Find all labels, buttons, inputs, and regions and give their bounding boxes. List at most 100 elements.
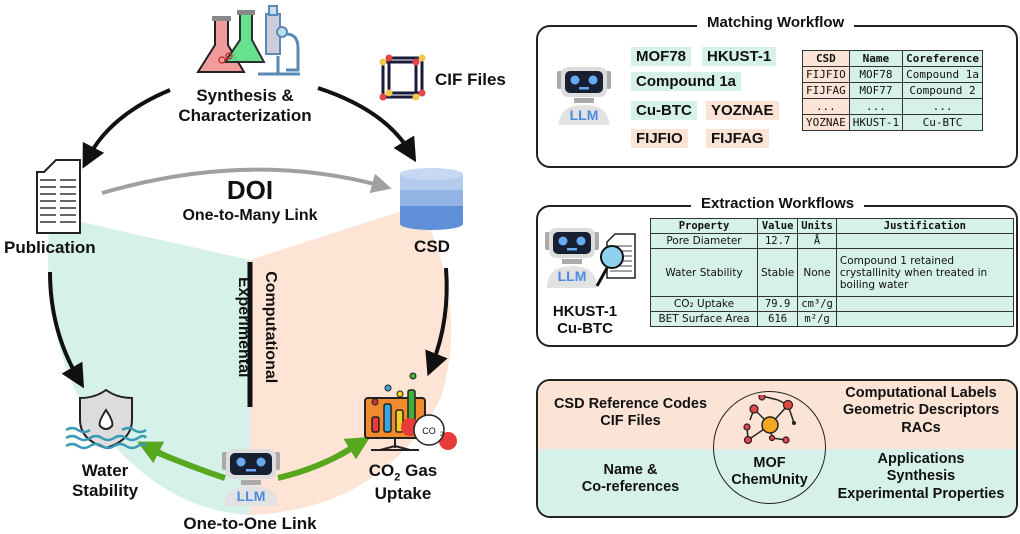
- workflow-cycle-diagram: CO 2: [36, 5, 463, 515]
- co2-gas-co: CO: [368, 461, 395, 480]
- chemunity-top-right: Computational Labels Geometric Descripto…: [826, 385, 1016, 437]
- cell-property: Water Stability: [650, 248, 758, 297]
- cell-justification: [835, 296, 1014, 312]
- header-name: Name: [848, 50, 904, 67]
- chip-cu-btc: Cu-BTC: [631, 101, 697, 120]
- cell-name: ...: [848, 98, 904, 115]
- table-row: ... ... ...: [802, 98, 983, 115]
- extraction-table: Property Value Units Justification Pore …: [650, 218, 1014, 327]
- matching-workflow-title: Matching Workflow: [697, 14, 855, 31]
- doi-label: DOI: [226, 175, 274, 205]
- cell-property: CO₂ Uptake: [650, 296, 758, 312]
- publication-label: Publication: [4, 238, 96, 257]
- cell-csd: FIJFIO: [802, 66, 850, 83]
- chip-mof78: MOF78: [631, 47, 692, 66]
- header-csd: CSD: [802, 50, 850, 67]
- one-to-one-label: One-to-One Link: [183, 514, 317, 533]
- matching-llm-robot-icon: [557, 67, 611, 125]
- uptake-label: Uptake: [374, 484, 432, 504]
- cell-units: Å: [797, 233, 837, 249]
- table-row: FIJFIO MOF78 Compound 1a: [802, 66, 983, 83]
- chip-hkust1: HKUST-1: [702, 47, 777, 66]
- table-row: Water Stability Stable None Compound 1 r…: [650, 248, 1014, 297]
- cell-coreference: Cu-BTC: [902, 114, 983, 131]
- chemunity-bottom-right: Applications Synthesis Experimental Prop…: [826, 451, 1016, 503]
- cif-files-label: CIF Files: [435, 70, 506, 89]
- lab-flasks-icon: [196, 10, 266, 73]
- header-coreference: Coreference: [902, 50, 983, 67]
- cell-justification: [835, 311, 1014, 327]
- chip-compound-1a: Compound 1a: [631, 72, 741, 91]
- extraction-table-header: Property Value Units Justification: [650, 218, 1014, 234]
- chip-fijfag: FIJFAG: [706, 129, 769, 148]
- co2-gas-subscript: 2: [394, 471, 401, 484]
- experimental-region: [48, 215, 250, 515]
- microscope-icon: [258, 5, 300, 76]
- cell-value: 79.9: [756, 296, 799, 312]
- co2-gas-uptake-icon: CO 2: [364, 372, 457, 451]
- material-name-cu-btc: Cu-BTC: [557, 320, 613, 337]
- synthesis: Synthesis: [886, 468, 956, 485]
- one-to-many-label: One-to-Many Link: [182, 207, 318, 224]
- chip-yoznae: YOZNAE: [706, 101, 779, 120]
- cell-property: BET Surface Area: [650, 311, 758, 327]
- cell-csd: FIJFAG: [802, 82, 850, 99]
- cell-justification: [835, 233, 1014, 249]
- magnifier-icon: [595, 245, 624, 287]
- header-value: Value: [756, 218, 799, 234]
- chemunity-label-name: ChemUnity: [731, 472, 808, 489]
- cell-coreference: Compound 1a: [902, 66, 983, 83]
- chip-fijfio: FIJFIO: [631, 129, 688, 148]
- publication-document-icon: [36, 159, 81, 234]
- chemunity-label-mof: MOF: [753, 455, 786, 471]
- table-row: YOZNAE HKUST-1 Cu-BTC: [802, 114, 983, 131]
- matching-table-header: CSD Name Coreference: [802, 50, 983, 67]
- table-row: Pore Diameter 12.7 Å: [650, 233, 1014, 249]
- extraction-llm-label: LLM: [557, 268, 587, 284]
- co-references: Co-references: [581, 479, 680, 496]
- material-name-hkust1: HKUST-1: [552, 303, 618, 320]
- table-row: CO₂ Uptake 79.9 cm³/g: [650, 296, 1014, 312]
- water-stability-shield-icon: [65, 388, 148, 450]
- cell-coreference: Compound 2: [902, 82, 983, 99]
- cell-csd: ...: [802, 98, 850, 115]
- header-units: Units: [797, 218, 837, 234]
- cell-units: cm³/g: [797, 296, 837, 312]
- cell-property: Pore Diameter: [650, 233, 758, 249]
- cell-value: 12.7: [756, 233, 799, 249]
- computational-label: Computational: [262, 271, 280, 384]
- llm-robot-icon: [222, 449, 280, 506]
- cif-files: CIF Files: [600, 413, 661, 430]
- network-node: [761, 416, 779, 434]
- header-justification: Justification: [835, 218, 1014, 234]
- cell-units: m²/g: [797, 311, 837, 327]
- co2-badge-text: CO: [422, 426, 436, 436]
- synthesis-label-line1: Synthesis &: [196, 86, 294, 105]
- computational-labels: Computational Labels: [845, 385, 997, 401]
- extraction-workflow-title: Extraction Workflows: [691, 195, 865, 212]
- chemunity-top-left: CSD Reference Codes CIF Files: [538, 396, 723, 431]
- water-stability-label: Water Stability: [60, 461, 150, 500]
- cell-csd: YOZNAE: [802, 114, 850, 131]
- header-property: Property: [650, 218, 758, 234]
- table-row: BET Surface Area 616 m²/g: [650, 311, 1014, 327]
- table-row: FIJFAG MOF77 Compound 2: [802, 82, 983, 99]
- water-label-line1: Water: [81, 461, 129, 480]
- matching-table: CSD Name Coreference FIJFIO MOF78 Compou…: [802, 50, 983, 131]
- geometric-descriptors: Geometric Descriptors: [842, 402, 1000, 419]
- mof-network-icon: [743, 395, 796, 445]
- cell-value: 616: [756, 311, 799, 327]
- svg-text:2: 2: [440, 432, 444, 438]
- water-label-line2: Stability: [71, 480, 139, 500]
- robot-llm-label: LLM: [236, 488, 266, 504]
- arrow-publication-to-water: [48, 271, 85, 389]
- experimental-properties: Experimental Properties: [837, 485, 1005, 502]
- co2-gas-uptake-label: CO2 Gas Uptake: [358, 461, 448, 504]
- arrow-csd-to-co2: [425, 267, 449, 377]
- cell-value: Stable: [756, 248, 799, 297]
- arrow-synthesis-to-publication: [82, 88, 171, 169]
- csd-database-icon: [400, 168, 463, 230]
- co2-gas-suffix: Gas: [400, 461, 438, 480]
- matching-llm-label: LLM: [569, 107, 599, 123]
- cif-crystal-icon: [379, 54, 426, 101]
